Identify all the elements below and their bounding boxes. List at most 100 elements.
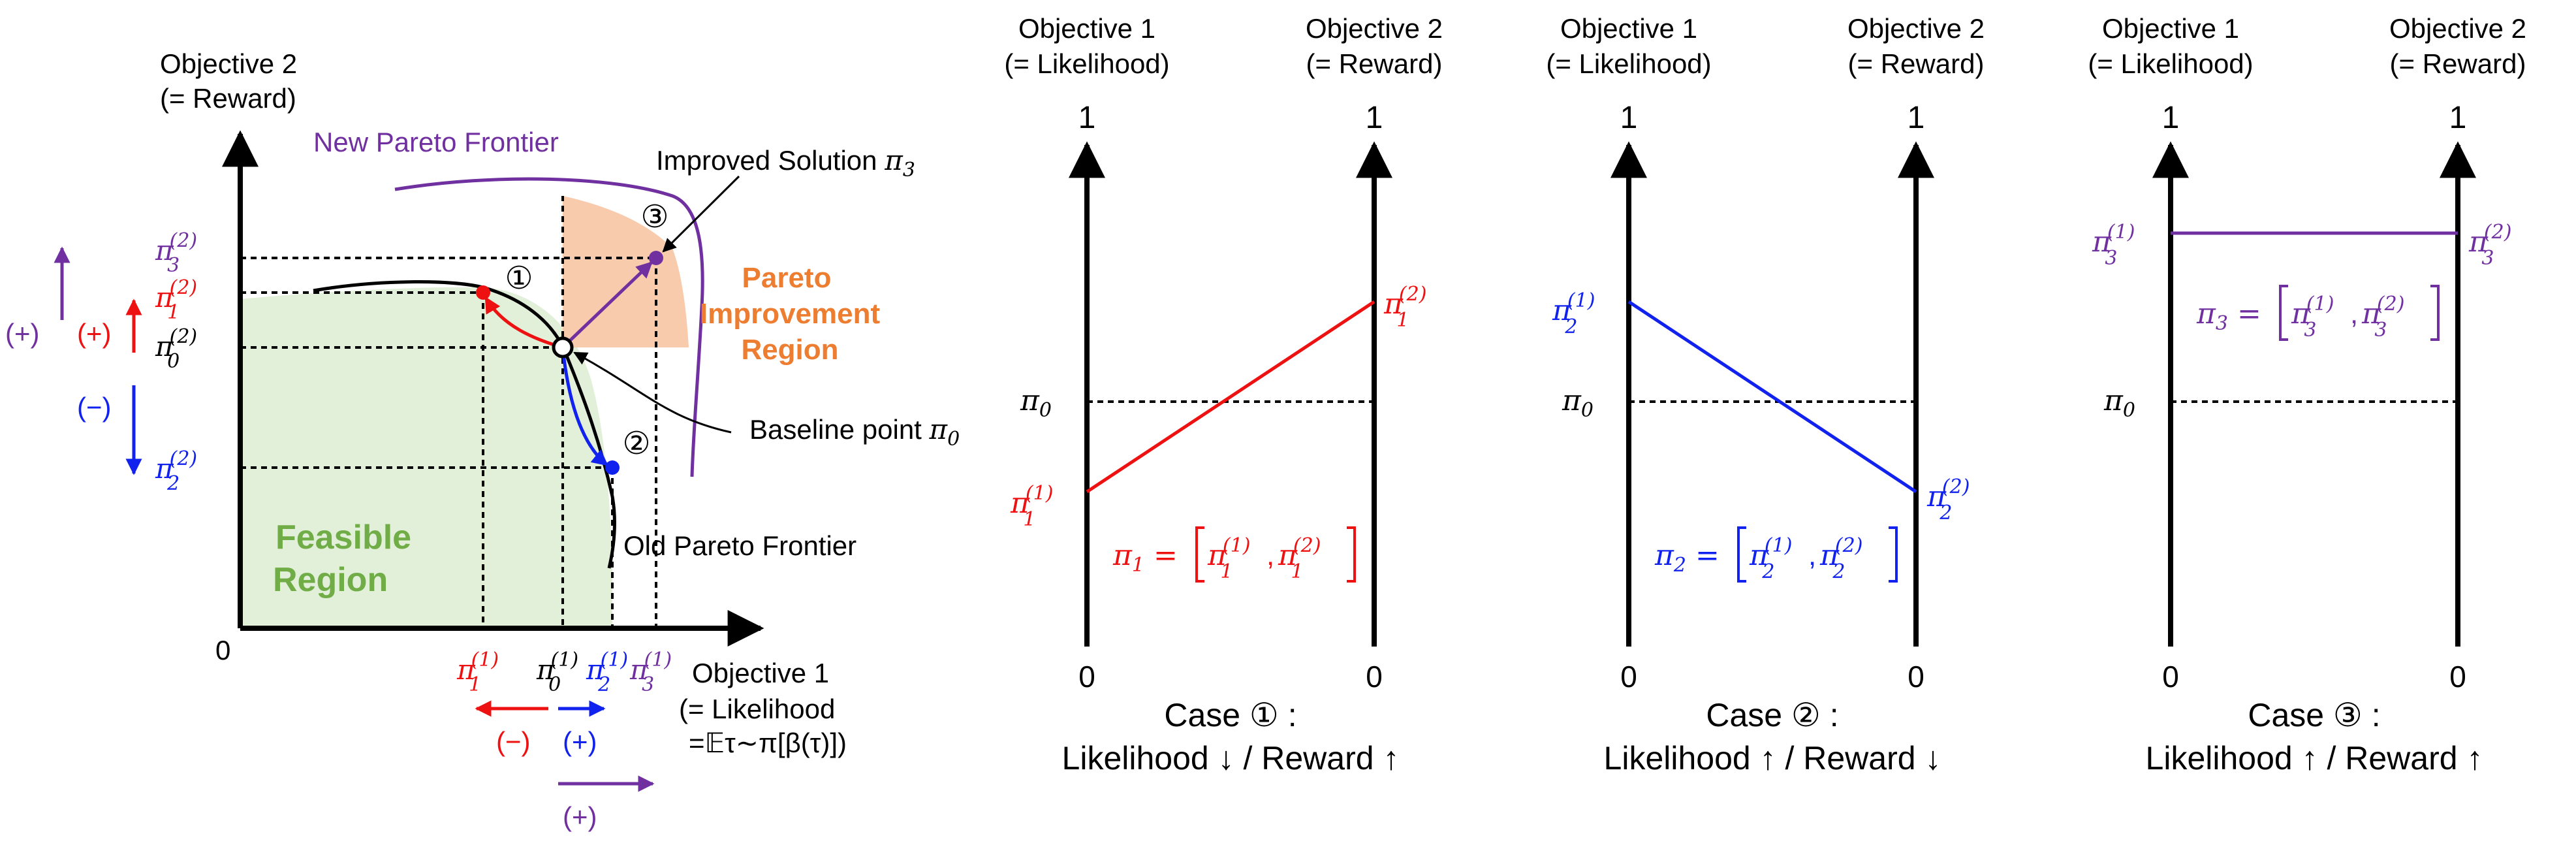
svg-text:π(1)1: π(1)1 <box>1207 534 1250 583</box>
blue-minus-sign: (−) <box>77 392 112 423</box>
move-3-arrow <box>561 261 653 349</box>
panel3-top-left: 1 <box>2162 101 2180 135</box>
panel2-right-value: π(2)2 <box>1926 475 1970 524</box>
panel1-bottom-right: 0 <box>1366 660 1383 694</box>
marker-2: ② <box>622 426 650 461</box>
panel3-bottom-left: 0 <box>2162 660 2179 694</box>
x-axis-title-1: Objective 1 <box>692 658 829 688</box>
panel1-summary: Likelihood ↓ / Reward ↑ <box>1062 740 1400 777</box>
y-axis-title-2: (= Reward) <box>160 83 296 114</box>
panel3-obj2-subtitle: (= Reward) <box>2390 48 2526 79</box>
svg-text:π3 =: π3 = <box>2196 297 2261 335</box>
panel1-left-value: π(1)1 <box>1010 482 1053 531</box>
point-pi2 <box>605 460 620 475</box>
feasible-label-2: Region <box>273 561 388 599</box>
panel1-top-right: 1 <box>1366 101 1383 135</box>
panel1-baseline-label: π0 <box>1020 384 1052 422</box>
panel2-summary: Likelihood ↑ / Reward ↓ <box>1604 740 1941 777</box>
pareto-improvement-region <box>563 196 689 347</box>
point-pi3 <box>649 251 663 265</box>
move-2-arrow <box>561 347 608 466</box>
panel3-baseline-label: π0 <box>2103 384 2135 422</box>
y-label-pi3: π(2)3 <box>155 229 197 277</box>
panel2-equation: π2 = π(1)2 , π(2)2 <box>1654 526 1898 583</box>
case-panel-1: Objective 1 (= Likelihood) Objective 2 (… <box>1004 13 1443 777</box>
svg-text:π1 =: π1 = <box>1112 539 1178 577</box>
panel1-equation: π1 = π(1)1 , π(2)1 <box>1112 526 1356 583</box>
x-label-pi1: π(1)1 <box>456 649 499 696</box>
dotted-guides <box>240 196 657 628</box>
panel1-solution-line <box>1086 300 1375 494</box>
panel3-bottom-right: 0 <box>2449 660 2466 694</box>
x-label-pi0: π(1)0 <box>536 649 578 696</box>
panel3-left-value: π(1)3 <box>2092 221 2135 270</box>
panel1-right-value: π(2)1 <box>1383 283 1426 332</box>
panel1-bottom-left: 0 <box>1078 660 1095 694</box>
panel2-obj2-subtitle: (= Reward) <box>1848 48 1985 79</box>
purple-plus-sign-bottom: (+) <box>563 801 597 832</box>
panel3-summary: Likelihood ↑ / Reward ↑ <box>2146 740 2483 777</box>
panel3-eq-comma: , <box>2350 298 2358 330</box>
panel2-eq-comma: , <box>1808 539 1816 571</box>
panel2-left-value: π(1)2 <box>1552 289 1595 338</box>
marker-3: ③ <box>640 200 668 234</box>
y-label-pi2: π(2)2 <box>155 447 197 495</box>
origin-label: 0 <box>215 635 230 665</box>
panel3-obj1-subtitle: (= Likelihood) <box>2088 48 2253 79</box>
panel1-obj1-title: Objective 1 <box>1018 13 1155 44</box>
baseline-callout <box>573 351 732 434</box>
panel1-top-left: 1 <box>1078 101 1096 135</box>
case-panel-2: Objective 1 (= Likelihood) Objective 2 (… <box>1546 13 1985 777</box>
panel2-obj1-subtitle: (= Likelihood) <box>1546 48 1711 79</box>
x-axis-title-3: =𝔼τ∼π[β(τ)]) <box>689 728 847 758</box>
x-axis-title-2: (= Likelihood <box>679 694 835 724</box>
pareto-diagram: Objective 2 (= Reward) 0 New Pareto Fron… <box>5 48 960 832</box>
improved-callout <box>662 175 740 253</box>
panel3-top-right: 1 <box>2449 101 2467 135</box>
y-label-pi0: π(2)0 <box>155 325 197 373</box>
panel3-right-value: π(2)3 <box>2468 221 2511 270</box>
new-frontier-label: New Pareto Frontier <box>313 127 559 157</box>
svg-text:π(2)3: π(2)3 <box>2361 293 2404 342</box>
svg-text:π(1)2: π(1)2 <box>1749 534 1792 583</box>
panel3-equation: π3 = π(1)3 , π(2)3 <box>2196 285 2440 342</box>
purple-plus-sign: (+) <box>5 318 40 349</box>
svg-text:π(1)3: π(1)3 <box>2291 293 2334 342</box>
panel1-case-label: Case ① : <box>1164 697 1296 733</box>
baseline-point <box>552 336 574 359</box>
point-pi1 <box>476 285 490 300</box>
panel2-top-right: 1 <box>1908 101 1925 135</box>
y-axis-title-1: Objective 2 <box>160 48 297 79</box>
panel2-baseline-label: π0 <box>1562 384 1594 422</box>
panel2-obj2-title: Objective 2 <box>1847 13 1985 44</box>
improved-solution-label: Improved Solution π3 <box>656 144 915 182</box>
svg-text:π2 =: π2 = <box>1654 539 1720 577</box>
panel2-top-left: 1 <box>1620 101 1638 135</box>
panel3-obj2-title: Objective 2 <box>2389 13 2526 44</box>
x-label-pi2: π(1)2 <box>586 649 628 696</box>
feasible-region <box>240 287 612 629</box>
panel1-obj2-subtitle: (= Reward) <box>1306 48 1443 79</box>
panel1-obj2-title: Objective 2 <box>1306 13 1443 44</box>
panel2-case-label: Case ② : <box>1706 697 1838 733</box>
baseline-point-label: Baseline point π0 <box>749 413 960 451</box>
improvement-label-1: Pareto <box>742 262 832 294</box>
old-frontier-label: Old Pareto Frontier <box>623 530 856 561</box>
blue-plus-sign: (+) <box>563 726 597 757</box>
improvement-label-2: Improvement <box>700 298 881 330</box>
panel2-bottom-left: 0 <box>1620 660 1637 694</box>
y-label-pi1: π(2)1 <box>155 276 197 324</box>
marker-1: ① <box>505 261 533 296</box>
new-pareto-frontier <box>394 177 704 477</box>
panel2-bottom-right: 0 <box>1908 660 1924 694</box>
feasible-label-1: Feasible <box>275 519 411 556</box>
svg-text:π(2)1: π(2)1 <box>1278 534 1321 583</box>
panel3-case-label: Case ③ : <box>2248 697 2380 733</box>
x-label-pi3: π(1)3 <box>629 649 672 696</box>
panel2-solution-line <box>1627 300 1917 494</box>
red-minus-sign: (−) <box>496 726 531 757</box>
panel1-obj1-subtitle: (= Likelihood) <box>1004 48 1169 79</box>
panel1-eq-comma: , <box>1266 539 1274 571</box>
